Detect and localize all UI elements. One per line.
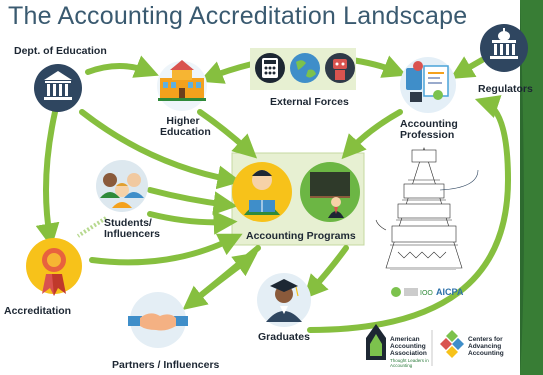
regulators-building-icon [480, 24, 528, 72]
label-higher-education: Higher Education [160, 115, 211, 138]
arrow-students-to-programs-lower [147, 210, 238, 235]
aaa-logo-tagline-line2: Accounting [390, 363, 413, 368]
aaa-logo-mark [366, 324, 386, 360]
arrow-graduates-to-profession [307, 95, 512, 333]
ioo-logo [391, 287, 418, 297]
arrow-programs-to-graduates [303, 245, 349, 300]
label-graduates: Graduates [258, 331, 310, 343]
robot-icon [325, 53, 355, 83]
caa-logo-line1: Centers for [468, 336, 503, 343]
arrow-accreditation-to-programs [89, 233, 243, 266]
label-students-influencers: Students/ Influencers [104, 218, 160, 240]
label-external-forces: External Forces [270, 96, 349, 108]
arrow-students-to-programs [147, 187, 238, 216]
aaa-logo-line3: Association [390, 350, 427, 357]
students-group-icon [96, 160, 148, 212]
label-dept-education: Dept. of Education [14, 45, 107, 57]
right-border [520, 0, 543, 375]
accounting-tools-icon [400, 57, 456, 113]
aicpa-logo: AICPA [436, 287, 464, 297]
label-higher-education-line2: Education [160, 126, 211, 138]
aaa-logo-text: American Accounting Association [390, 336, 427, 357]
arrow-higher-ed-to-programs [197, 109, 258, 159]
sketch-pyramid-icon [375, 147, 479, 270]
teacher-chalkboard-icon [300, 162, 360, 222]
label-partners-influencers: Partners / Influencers [112, 359, 220, 371]
label-accounting-programs: Accounting Programs [246, 230, 356, 242]
calculator-icon [255, 53, 285, 83]
globe-icon [290, 53, 320, 83]
arrow-partners-to-programs [188, 252, 258, 307]
arrow-profession-to-programs [341, 109, 403, 160]
graduate-student-icon [257, 273, 311, 327]
page-title: The Accounting Accreditation Landscape [8, 2, 468, 30]
aaa-logo-line1: American [390, 336, 420, 343]
arrow-dept-to-accreditation [35, 109, 60, 248]
award-ribbon-icon [26, 238, 82, 296]
flow-arrows [35, 55, 512, 333]
label-higher-education-line1: Higher [166, 115, 200, 127]
label-accounting-profession: Accounting Profession [400, 118, 458, 141]
caa-logo-mark [440, 330, 464, 358]
arrow-external-to-profession [349, 55, 407, 78]
label-accreditation: Accreditation [4, 305, 72, 317]
label-regulators: Regulators [478, 83, 533, 95]
label-accounting-profession-line2: Profession [400, 129, 455, 141]
arrow-dept-to-programs [79, 109, 242, 190]
handshake-icon [128, 292, 188, 348]
arrow-regulators-to-profession [449, 56, 485, 79]
label-students-influencers-line1: Students/ [104, 217, 152, 229]
building-columns-icon [34, 64, 82, 112]
label-students-influencers-line2: Influencers [104, 228, 161, 240]
caa-logo-line2: Advancing [468, 343, 502, 350]
aaa-logo-line2: Accounting [390, 343, 426, 350]
arrow-external-to-higher-ed [199, 61, 255, 84]
arrow-dept-to-higher-ed [85, 55, 159, 78]
ioo-logo-text: IOO [420, 290, 433, 297]
student-reading-icon [232, 162, 292, 222]
external-forces-box [250, 48, 356, 90]
label-accounting-profession-line1: Accounting [400, 118, 458, 130]
school-building-icon [157, 60, 207, 111]
caa-logo-line3: Accounting [468, 350, 504, 357]
aaa-logo-tagline: Thought Leaders in Accounting [390, 358, 429, 368]
aaa-logo-tagline-line1: Thought Leaders in [390, 358, 429, 363]
caa-logo-text: Centers for Advancing Accounting [468, 336, 504, 357]
arrow-students-to-accreditation [76, 216, 108, 238]
